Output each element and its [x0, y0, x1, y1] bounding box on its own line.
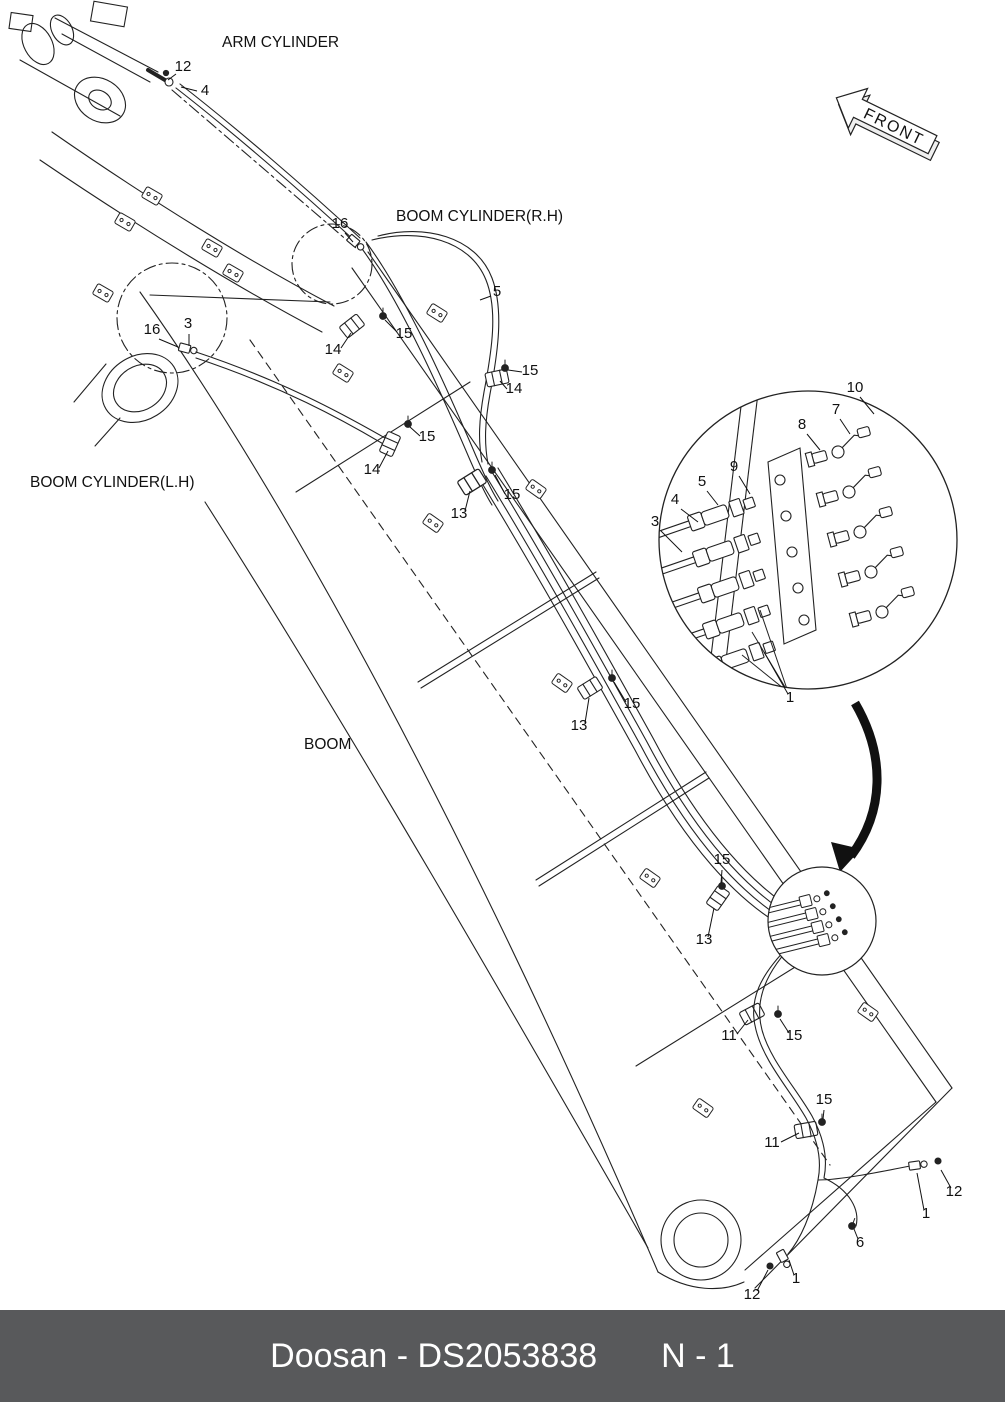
callout-15: 15 — [816, 1091, 833, 1108]
callout-leader-12 — [756, 1269, 769, 1292]
callout-16: 16 — [332, 215, 349, 232]
callout-3: 3 — [651, 513, 659, 530]
callout-16: 16 — [144, 321, 161, 338]
front-direction-arrow: FRONT — [835, 87, 941, 162]
callout-5: 5 — [493, 283, 501, 300]
detail-circle-large — [658, 390, 958, 690]
callout-leader-4 — [680, 508, 699, 523]
callout-leader-1 — [916, 1172, 925, 1211]
callout-leader-16 — [158, 338, 179, 348]
callout-leader-15 — [779, 1018, 790, 1034]
callout-leader-12 — [940, 1169, 952, 1189]
callout-11: 11 — [764, 1134, 780, 1151]
detail-circle-small — [767, 866, 877, 976]
callout-15: 15 — [522, 362, 539, 379]
boom-foot-piping — [753, 940, 942, 1270]
callout-15: 15 — [504, 486, 521, 503]
callout-leader-3 — [660, 530, 683, 553]
arm-cylinder-label: ARM CYLINDER — [222, 34, 339, 51]
callout-15: 15 — [419, 428, 436, 445]
callout-13: 13 — [451, 505, 468, 522]
callout-leader-14 — [378, 450, 389, 469]
callout-leader-8 — [806, 433, 821, 451]
boom-cylinder-lh-label: BOOM CYLINDER(L.H) — [30, 474, 195, 491]
detail-pointer-arrow — [831, 700, 882, 872]
callout-6: 6 — [856, 1234, 864, 1251]
callout-12: 12 — [175, 58, 192, 75]
callout-4: 4 — [201, 82, 209, 99]
callout-leader-14 — [499, 380, 508, 390]
callout-14: 14 — [364, 461, 381, 478]
callout-leader-15 — [409, 426, 421, 437]
callout-leader-15 — [613, 681, 627, 703]
hydraulic-hoses — [175, 83, 805, 929]
component-labels: ARM CYLINDER BOOM CYLINDER(R.H) BOOM CYL… — [30, 34, 563, 753]
callout-8: 8 — [798, 416, 806, 433]
callout-9: 9 — [730, 458, 738, 475]
callout-leader-11 — [780, 1132, 800, 1143]
callout-leader-11 — [736, 1019, 749, 1035]
callout-14: 14 — [506, 380, 523, 397]
callout-leader-15 — [507, 369, 523, 373]
callout-leader-15 — [822, 1109, 825, 1120]
callout-15: 15 — [714, 851, 731, 868]
boom-cylinder-lh-assembly — [73, 342, 199, 447]
callout-1: 1 — [922, 1205, 930, 1222]
callout-leader-5 — [479, 295, 492, 301]
callout-leader-13 — [707, 907, 715, 938]
diagram-canvas: FRONT ARM CYLINDER BOOM CYLINDER(R.H) BO… — [8, 0, 963, 1303]
callout-12: 12 — [744, 1286, 761, 1303]
callout-15: 15 — [786, 1027, 803, 1044]
footer-bar: Doosan - DS2053838 N - 1 — [0, 1310, 1005, 1402]
boom-cylinder-rh-label: BOOM CYLINDER(R.H) — [396, 208, 563, 225]
callout-leader-4 — [180, 86, 198, 92]
callout-4: 4 — [671, 491, 679, 508]
callout-leader-13 — [584, 697, 590, 724]
callout-14: 14 — [325, 341, 342, 358]
callout-13: 13 — [696, 931, 713, 948]
callout-leader-10 — [859, 396, 875, 415]
callout-leader-13 — [464, 490, 471, 512]
callout-leader-7 — [839, 418, 851, 435]
footer-part-number: Doosan - DS2053838 — [270, 1336, 598, 1375]
callout-leader-15 — [494, 474, 506, 495]
arm-cylinder-head-assembly — [8, 0, 174, 124]
callout-11: 11 — [721, 1027, 737, 1044]
callout-leader-9 — [738, 475, 751, 495]
callout-leader-15 — [720, 869, 723, 884]
callout-leader-5 — [706, 490, 719, 506]
callout-leader-12 — [167, 73, 177, 81]
callout-1: 1 — [786, 689, 794, 706]
callout-7: 7 — [832, 401, 840, 418]
callout-leader-6 — [853, 1228, 859, 1240]
callout-leader-16 — [344, 232, 354, 243]
boom-label: BOOM — [304, 736, 351, 753]
callout-15: 15 — [624, 695, 641, 712]
callout-13: 13 — [571, 717, 588, 734]
callout-1: 1 — [792, 1270, 800, 1287]
callout-15: 15 — [396, 325, 413, 342]
callout-leader-15 — [384, 319, 398, 333]
callout-leader-1 — [763, 651, 789, 695]
footer-page-number: N - 1 — [661, 1336, 735, 1375]
callout-5: 5 — [698, 473, 706, 490]
callout-leader-1 — [788, 1259, 795, 1276]
callout-12: 12 — [946, 1183, 963, 1200]
callout-leader-14 — [340, 332, 352, 349]
boom-outline — [39, 131, 953, 1290]
callout-3: 3 — [184, 315, 192, 332]
callout-10: 10 — [847, 379, 864, 396]
